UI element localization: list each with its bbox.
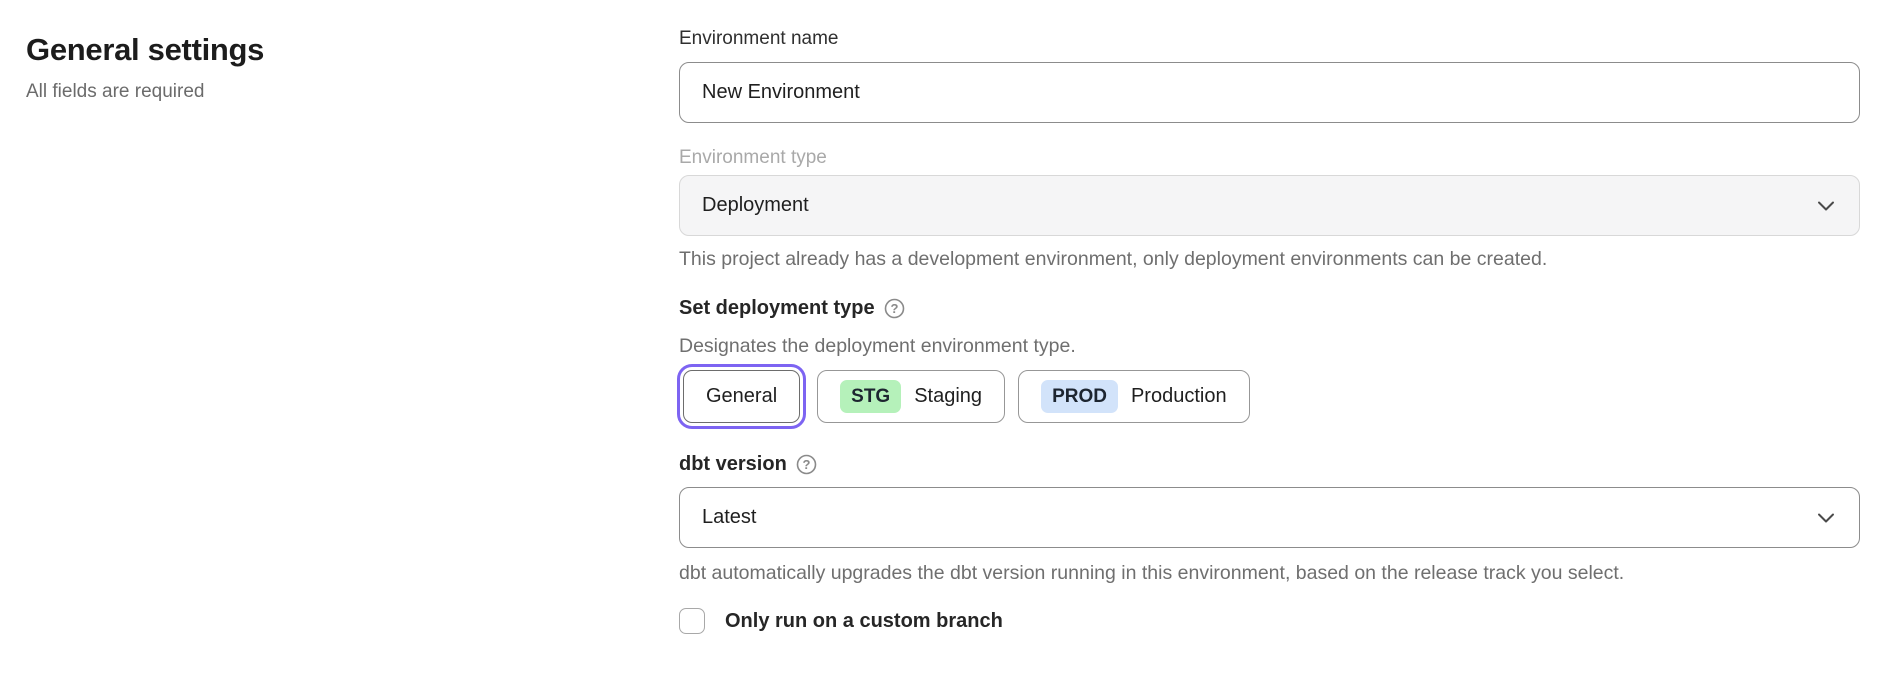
deployment-type-staging-button[interactable]: STG Staging (817, 370, 1005, 423)
deployment-type-options: General STG Staging PROD Production (679, 370, 1250, 423)
svg-text:?: ? (890, 301, 898, 316)
dbt-version-value: Latest (702, 506, 756, 529)
chevron-down-icon (1817, 512, 1835, 523)
deployment-type-label: Set deployment type (679, 295, 875, 321)
help-icon[interactable]: ? (796, 454, 817, 475)
custom-branch-label[interactable]: Only run on a custom branch (725, 610, 1003, 633)
deployment-type-staging-label: Staging (914, 385, 982, 408)
environment-type-helper: This project already has a development e… (679, 246, 1547, 272)
dbt-version-label: dbt version (679, 451, 787, 477)
environment-type-label: Environment type (679, 145, 827, 171)
deployment-type-general-label: General (706, 385, 777, 408)
staging-badge: STG (840, 380, 901, 413)
custom-branch-checkbox[interactable] (679, 608, 705, 634)
dbt-version-helper: dbt automatically upgrades the dbt versi… (679, 560, 1624, 586)
environment-name-label: Environment name (679, 26, 838, 52)
deployment-type-production-label: Production (1131, 385, 1227, 408)
dbt-version-select[interactable]: Latest (679, 487, 1860, 548)
production-badge: PROD (1041, 380, 1118, 413)
settings-summary: General settings All fields are required (26, 30, 586, 104)
environment-type-value: Deployment (702, 194, 809, 217)
environment-form: Environment name Environment type Deploy… (679, 0, 1860, 678)
help-icon[interactable]: ? (884, 298, 905, 319)
chevron-down-icon (1817, 200, 1835, 211)
custom-branch-row: Only run on a custom branch (679, 608, 1003, 634)
deployment-type-general-button[interactable]: General (683, 370, 800, 423)
dbt-version-heading: dbt version ? (679, 451, 817, 477)
deployment-type-helper: Designates the deployment environment ty… (679, 333, 1076, 359)
deployment-type-heading: Set deployment type ? (679, 295, 905, 321)
environment-name-input[interactable] (679, 62, 1860, 123)
environment-type-select: Deployment (679, 175, 1860, 236)
svg-text:?: ? (802, 457, 810, 472)
page-subtitle: All fields are required (26, 80, 586, 104)
deployment-type-production-button[interactable]: PROD Production (1018, 370, 1250, 423)
page-title: General settings (26, 30, 586, 70)
